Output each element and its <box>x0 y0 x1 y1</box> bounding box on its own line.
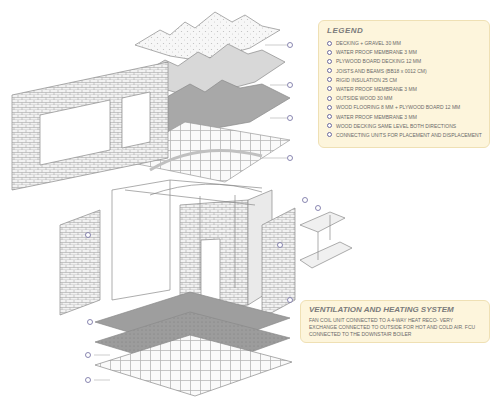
legend-text: WOOD DECKING SAME LEVEL BOTH DIRECTIONS <box>336 123 456 129</box>
note-panel: VENTILATION AND HEATING SYSTEM FAN COIL U… <box>300 300 490 343</box>
legend-row: DECKING + GRAVEL 30 MM <box>327 40 481 46</box>
legend-bullet <box>327 114 332 119</box>
legend-bullet <box>327 86 332 91</box>
legend-row: RIGID INSULATION 25 CM <box>327 77 481 83</box>
legend-bullet <box>327 132 332 137</box>
panel-heading: LEGEND <box>327 26 481 35</box>
legend-bullet <box>327 96 332 101</box>
legend-row: PLYWOOD BOARD DECKING 12 MM <box>327 58 481 64</box>
legend-row: CONNECTING UNITS FOR PLACEMENT AND DISPL… <box>327 132 481 138</box>
legend-text: WOOD FLOORING 8 MM + PLYWOOD BOARD 12 MM <box>336 104 460 110</box>
legend-text: CONNECTING UNITS FOR PLACEMENT AND DISPL… <box>336 132 482 138</box>
legend-row: WATER PROOF MEMBRANE 3 MM <box>327 86 481 92</box>
legend-text: WATER PROOF MEMBRANE 3 MM <box>336 49 417 55</box>
legend-bullet <box>327 77 332 82</box>
legend-text: JOISTS AND BEAMS (BB18 x 0012 CM) <box>336 68 427 74</box>
legend-row: WATER PROOF MEMBRANE 3 MM <box>327 49 481 55</box>
legend-bullet <box>327 50 332 55</box>
legend-bullet <box>327 41 332 46</box>
legend-text: OUTSIDE WOOD 30 MM <box>336 95 392 101</box>
legend-panel: LEGEND DECKING + GRAVEL 30 MM WATER PROOF … <box>318 20 490 148</box>
legend-bullet <box>327 105 332 110</box>
legend-text: PLYWOOD BOARD DECKING 12 MM <box>336 58 421 64</box>
legend-row: WOOD FLOORING 8 MM + PLYWOOD BOARD 12 MM <box>327 104 481 110</box>
panel-heading: VENTILATION AND HEATING SYSTEM <box>309 305 481 314</box>
legend-bullet <box>327 123 332 128</box>
legend-row: OUTSIDE WOOD 30 MM <box>327 95 481 101</box>
panel-body: FAN COIL UNIT CONNECTED TO A 4-WAY HEAT … <box>309 317 481 337</box>
legend-row: JOISTS AND BEAMS (BB18 x 0012 CM) <box>327 68 481 74</box>
legend-bullet <box>327 59 332 64</box>
legend-text: WATER PROOF MEMBRANE 3 MM <box>336 114 417 120</box>
legend-row: WATER PROOF MEMBRANE 3 MM <box>327 114 481 120</box>
legend-row: WOOD DECKING SAME LEVEL BOTH DIRECTIONS <box>327 123 481 129</box>
legend-text: DECKING + GRAVEL 30 MM <box>336 40 401 46</box>
legend-text: WATER PROOF MEMBRANE 3 MM <box>336 86 417 92</box>
legend-bullet <box>327 68 332 73</box>
legend-text: RIGID INSULATION 25 CM <box>336 77 397 83</box>
